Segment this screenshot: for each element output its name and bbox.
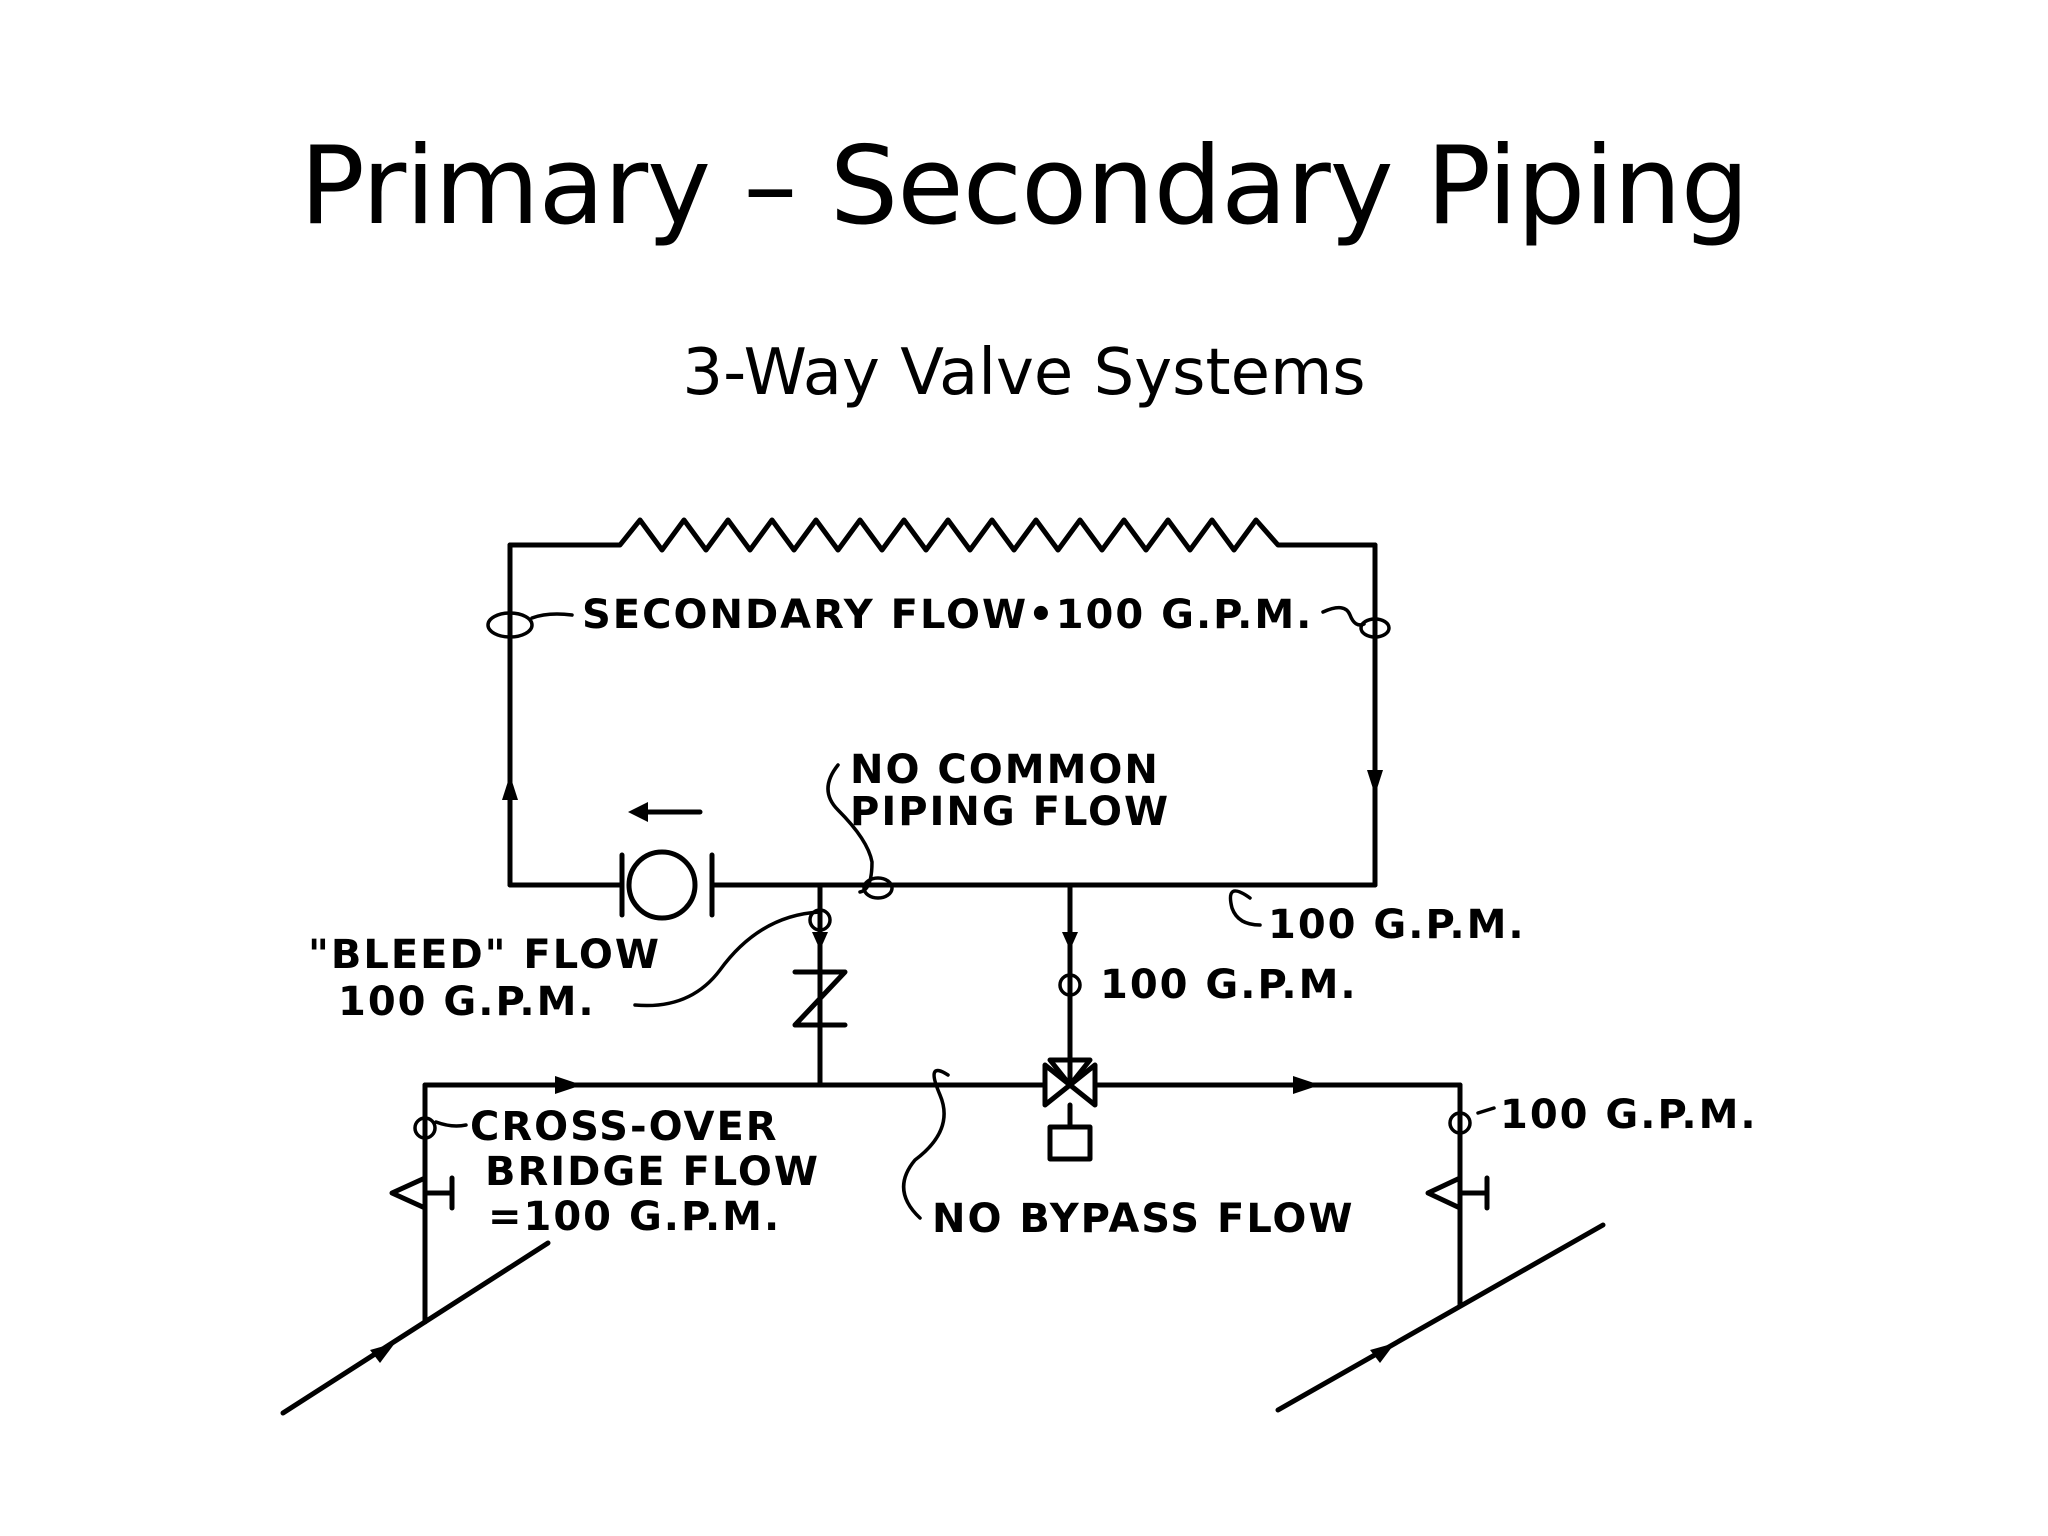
bridge-flow-arrow-right (1293, 1076, 1320, 1094)
check-valve-branch (792, 882, 848, 1086)
flow-arrow-down (1367, 770, 1383, 795)
label-bleed-2: 100 G.P.M. (338, 979, 596, 1025)
secondary-top-pipe (507, 517, 1378, 553)
valve-actuator (1047, 1124, 1093, 1162)
label-crossover-1: CROSS-OVER (470, 1104, 779, 1150)
label-bleed-1: "BLEED" FLOW (308, 932, 661, 978)
label-no-common-2: PIPING FLOW (850, 789, 1170, 835)
label-outlet-flow: 100 G.P.M. (1500, 1092, 1758, 1138)
flow-arrow-up (502, 775, 518, 800)
diagram-labels: SECONDARY FLOW•100 G.P.M. NO COMMON PIPI… (308, 592, 1758, 1242)
label-no-bypass: NO BYPASS FLOW (932, 1196, 1355, 1242)
three-way-valve-branch (1042, 882, 1098, 1162)
leader-lines (434, 605, 1496, 1220)
label-crossover-3: =100 G.P.M. (488, 1194, 781, 1240)
right-balancing-valve (1425, 1175, 1463, 1211)
primary-main-right (1275, 1222, 1606, 1413)
left-balancing-valve (389, 1175, 428, 1211)
slide-subtitle: 3-Way Valve Systems (682, 336, 1366, 410)
label-flow-right: 100 G.P.M. (1268, 902, 1526, 948)
label-no-common-1: NO COMMON (850, 747, 1160, 793)
primary-main-left (280, 1240, 551, 1416)
primary-mains (280, 1222, 1606, 1416)
secondary-pump (619, 802, 715, 921)
primary-bridge (389, 1076, 1490, 1325)
label-secondary-flow: SECONDARY FLOW•100 G.P.M. (582, 592, 1313, 638)
slide-title: Primary – Secondary Piping (299, 124, 1750, 249)
bridge-flow-arrow-left (555, 1076, 582, 1094)
check-valve-symbol (792, 969, 848, 1028)
label-crossover-2: BRIDGE FLOW (485, 1149, 820, 1195)
label-valve-flow: 100 G.P.M. (1100, 962, 1358, 1008)
